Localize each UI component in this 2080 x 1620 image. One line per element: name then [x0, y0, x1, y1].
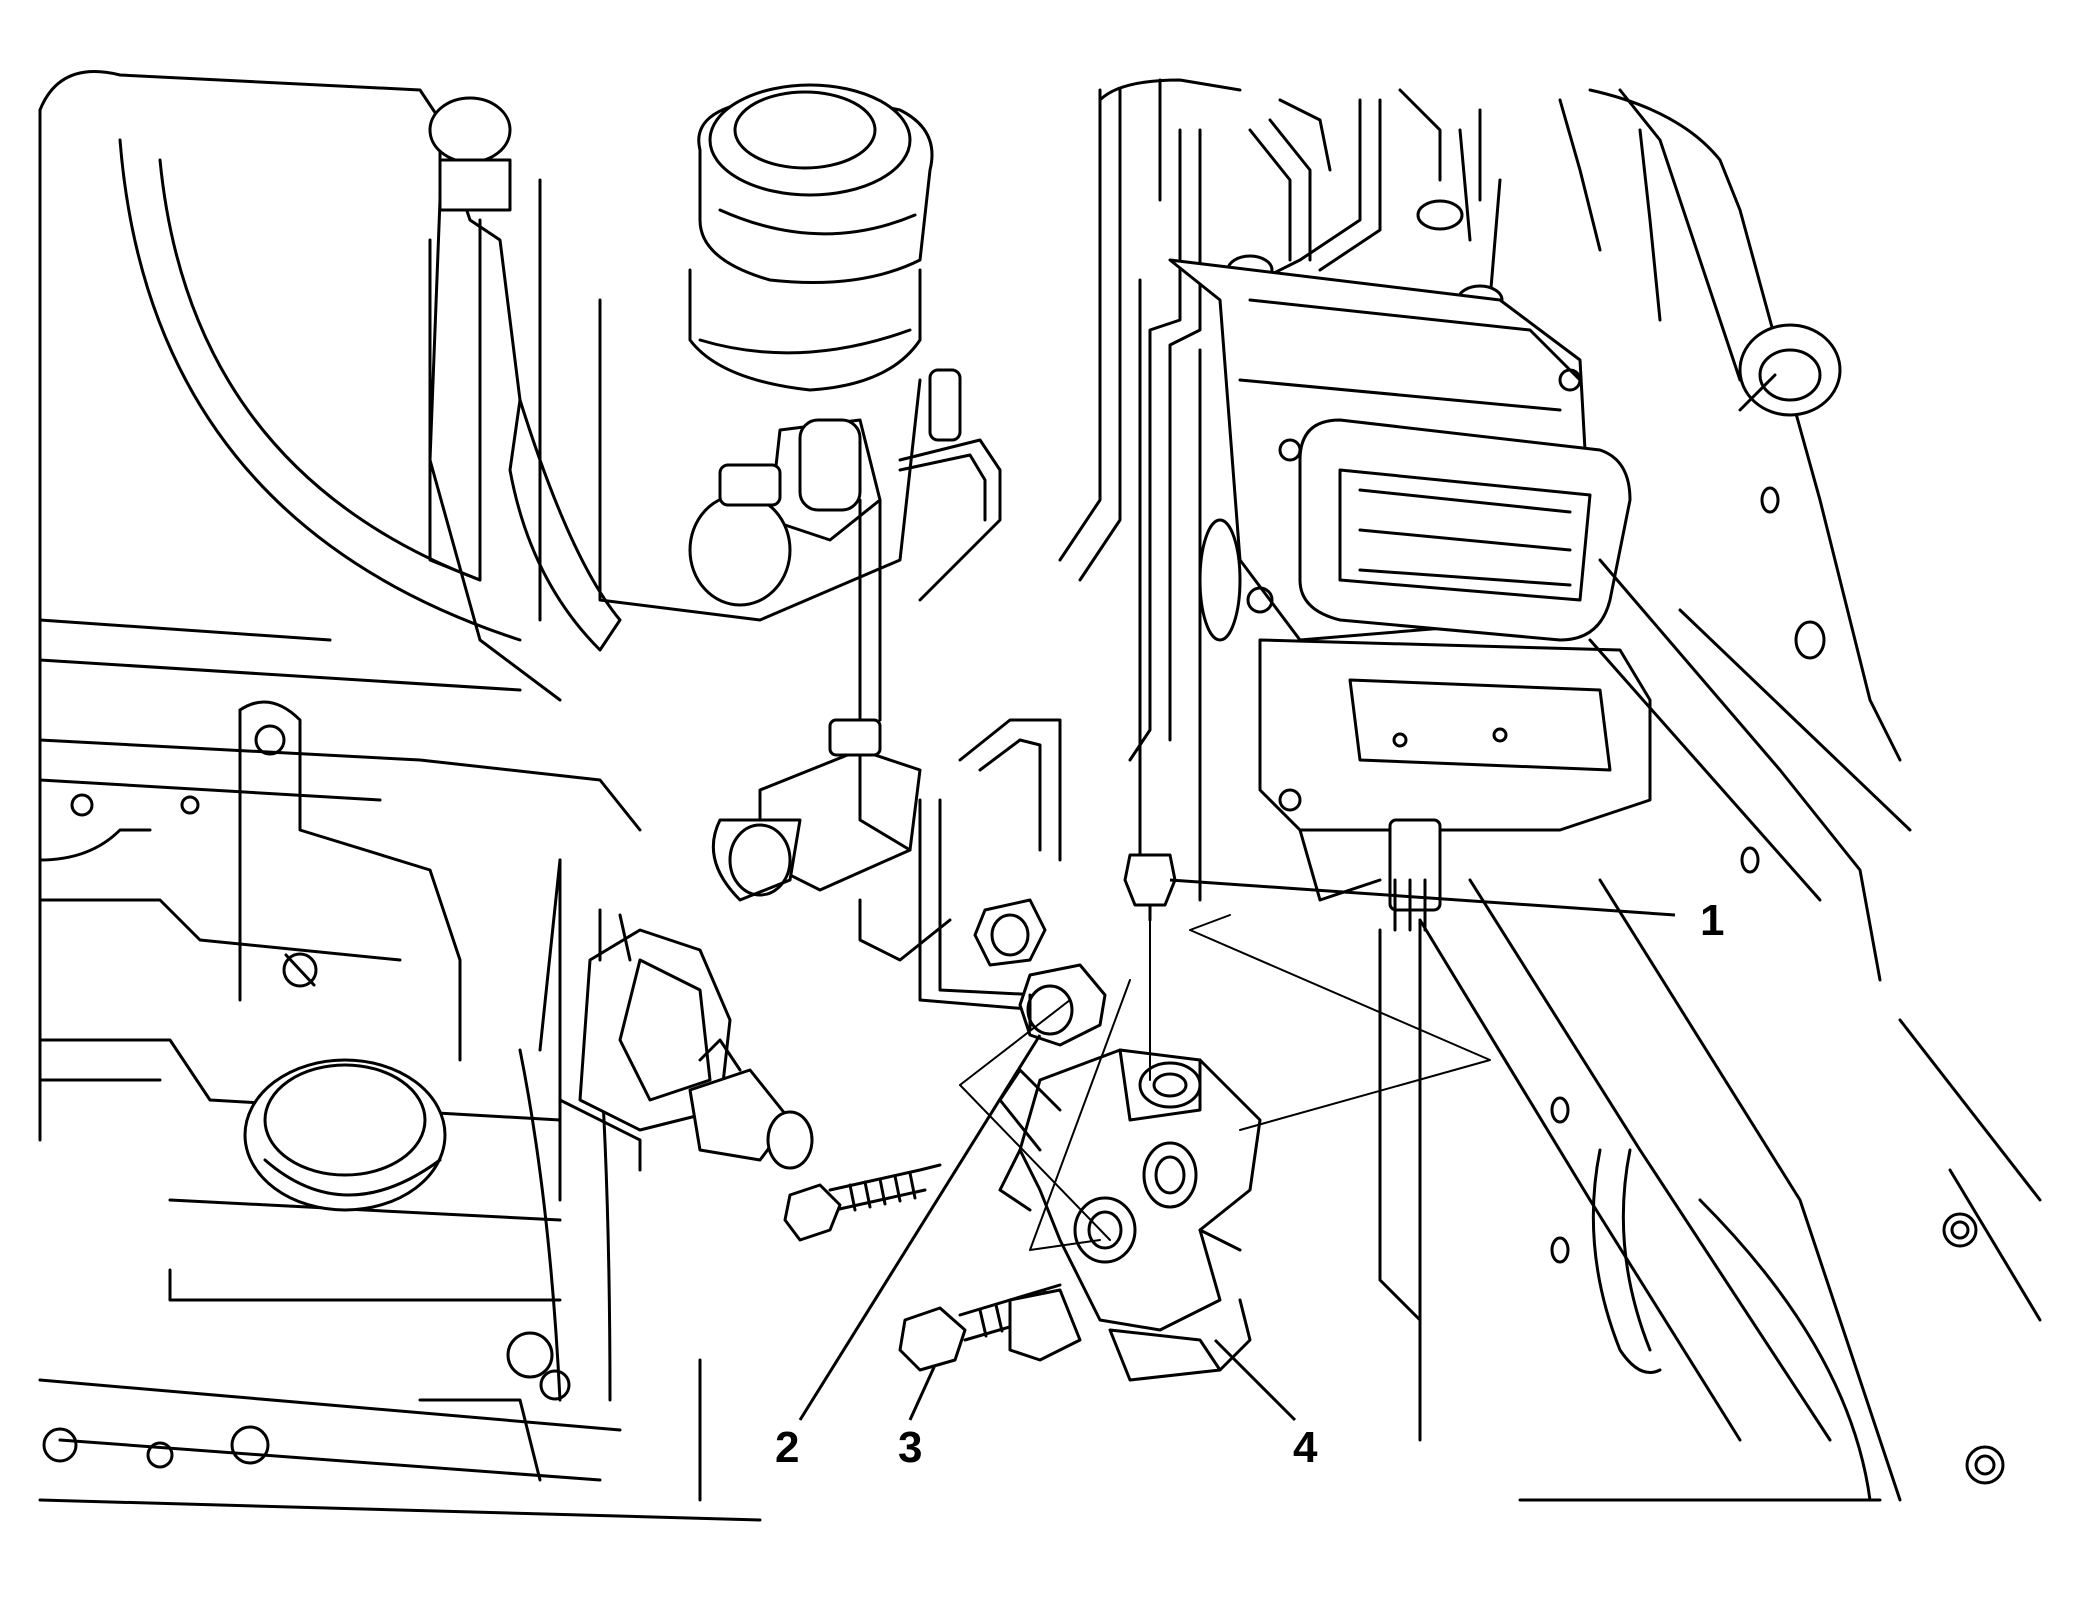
leader-line-4: [1213, 1338, 1297, 1422]
leader-line-2: [798, 1034, 1042, 1421]
leader-line-1: [1169, 878, 1676, 917]
leader-lines: [798, 878, 1676, 1422]
valve-bracket-4: [998, 1048, 1262, 1382]
callout-labels: 1 2 3 4: [775, 896, 1724, 1472]
assembly-center-lines: [959, 914, 1491, 1251]
valve-fitting-1: [1123, 853, 1177, 922]
leader-line-3: [908, 1364, 937, 1421]
abs-modulator-assembly: [1058, 78, 1652, 932]
brake-fluid-reservoir: [598, 83, 1002, 622]
brake-pipes: [711, 498, 1062, 1012]
frame-rail: [1378, 88, 2042, 1502]
tube-nut-upper: [973, 898, 1047, 967]
callout-2: 2: [775, 1423, 799, 1472]
callout-4: 4: [1293, 1423, 1318, 1472]
engine-bay-background: [38, 70, 762, 1522]
mounting-bolt-upper: [783, 1163, 942, 1242]
sensor-bracket: [558, 908, 814, 1172]
callout-1: 1: [1700, 896, 1724, 945]
callout-3: 3: [898, 1423, 922, 1472]
